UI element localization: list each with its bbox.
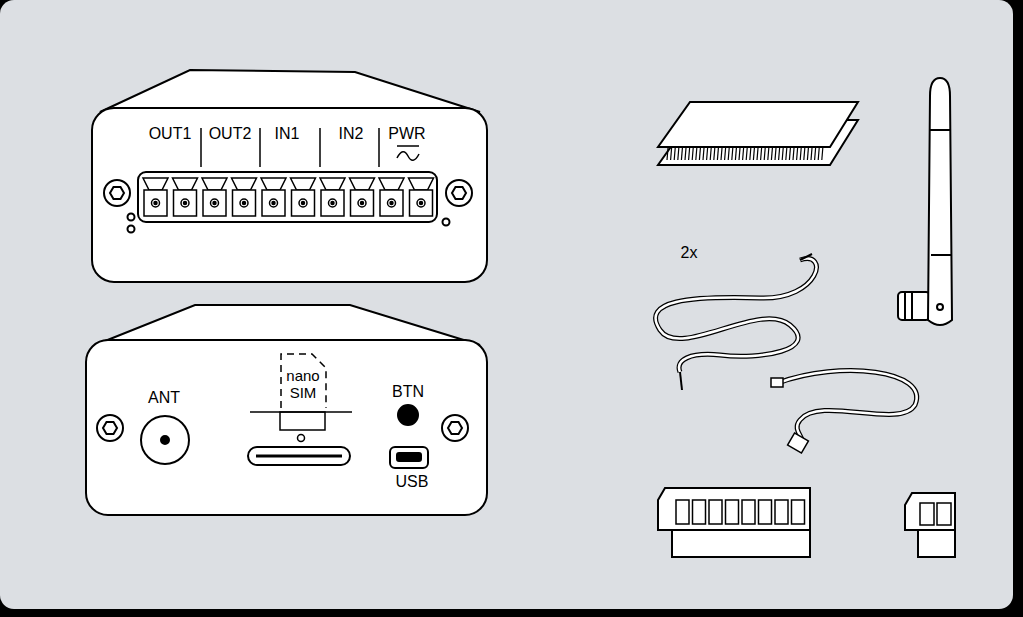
part-label: ANT — [148, 389, 180, 407]
part-label: IN1 — [275, 125, 300, 143]
part-label: IN2 — [339, 125, 364, 143]
part-label: OUT1 — [149, 125, 192, 143]
part-label: nano SIM — [283, 368, 323, 401]
part-label: USB — [396, 473, 429, 491]
part-label: OUT2 — [209, 125, 252, 143]
part-label: BTN — [392, 383, 424, 401]
part-label: PWR — [388, 125, 425, 143]
part-label: 2x — [681, 244, 698, 262]
